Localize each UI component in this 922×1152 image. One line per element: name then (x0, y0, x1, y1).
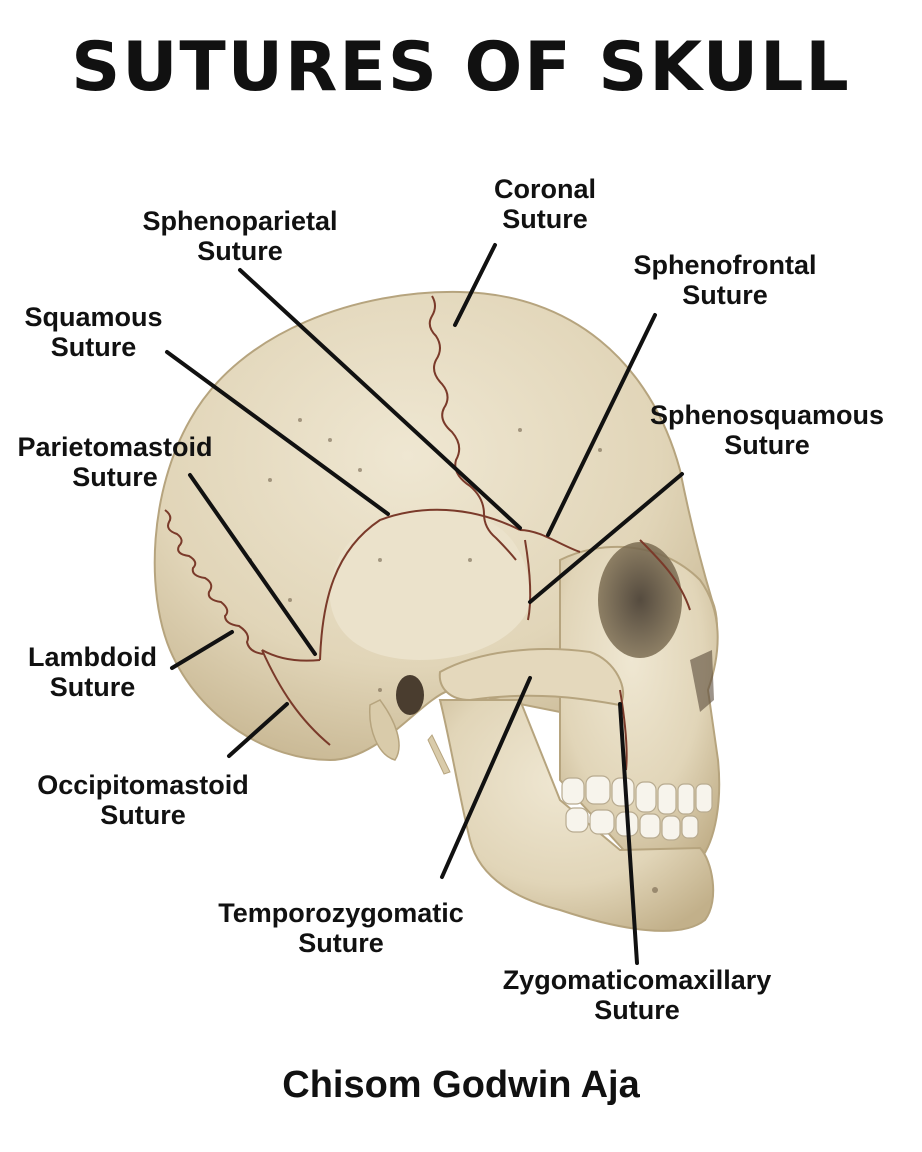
external-auditory-meatus (396, 675, 424, 715)
label-lambdoid-suture: Lambdoid Suture (10, 642, 175, 702)
label-squamous-suture: Squamous Suture (6, 302, 181, 362)
leader-zygomaticomaxillary (618, 702, 639, 965)
leader-squamous (165, 350, 390, 516)
leader-occipitomastoid (227, 702, 289, 758)
nasal-cavity (690, 650, 714, 712)
label-line-1: Sphenoparietal (142, 206, 338, 236)
label-line-2: Suture (724, 430, 810, 460)
leader-sphenoparietal (238, 268, 522, 530)
leader-parietomastoid (188, 473, 317, 656)
label-parietomastoid-suture: Parietomastoid Suture (0, 432, 230, 492)
label-line-1: Temporozygomatic (218, 898, 464, 928)
label-line-2: Suture (502, 204, 588, 234)
leader-lambdoid (170, 630, 234, 670)
label-zygomaticomaxillary-suture: Zygomaticomaxillary Suture (482, 965, 792, 1025)
label-sphenoparietal-suture: Sphenoparietal Suture (120, 206, 360, 266)
label-line-2: Suture (594, 995, 680, 1025)
label-line-1: Coronal (493, 174, 596, 204)
leader-sphenofrontal (546, 313, 657, 537)
label-line-2: Suture (50, 332, 137, 362)
teeth (561, 775, 713, 841)
author-credit: Chisom Godwin Aja (282, 1064, 640, 1106)
leader-sphenosquamous (528, 472, 684, 604)
lambdoid-suture-line (164, 509, 264, 655)
mastoid-process (369, 699, 400, 761)
label-line-2: Suture (100, 800, 186, 830)
orbit (598, 542, 682, 658)
label-line-1: Sphenosquamous (649, 400, 885, 430)
leader-coronal (453, 243, 497, 327)
label-sphenosquamous-suture: Sphenosquamous Suture (632, 400, 902, 460)
occipitomastoid-suture-line (261, 649, 331, 746)
label-line-1: Sphenofrontal (633, 250, 817, 280)
zygomatic-suture-line (619, 539, 691, 771)
label-line-2: Suture (682, 280, 768, 310)
label-line-1: Lambdoid (28, 642, 157, 672)
label-line-2: Suture (49, 672, 136, 702)
suture-lines (164, 295, 691, 771)
label-line-1: Parietomastoid (17, 432, 213, 462)
label-sphenofrontal-suture: Sphenofrontal Suture (612, 250, 838, 310)
label-coronal-suture: Coronal Suture (470, 174, 620, 234)
label-occipitomastoid-suture: Occipitomastoid Suture (18, 770, 268, 830)
label-temporozygomatic-suture: Temporozygomatic Suture (196, 898, 486, 958)
parietomastoid-suture-line (261, 649, 321, 662)
leader-temporozygomatic (440, 676, 532, 879)
label-line-1: Occipitomastoid (37, 770, 249, 800)
label-line-2: Suture (197, 236, 283, 266)
temporal-squama (330, 511, 532, 660)
label-line-2: Suture (72, 462, 158, 492)
label-line-1: Zygomaticomaxillary (502, 965, 772, 995)
squamous-suture-line (319, 508, 521, 661)
leader-lines (165, 243, 684, 965)
page-title: SUTURES OF SKULL (71, 28, 851, 107)
label-line-1: Squamous (24, 302, 163, 332)
sphenoid-suture-line (519, 529, 581, 621)
styloid-process (427, 734, 451, 775)
label-line-2: Suture (298, 928, 384, 958)
